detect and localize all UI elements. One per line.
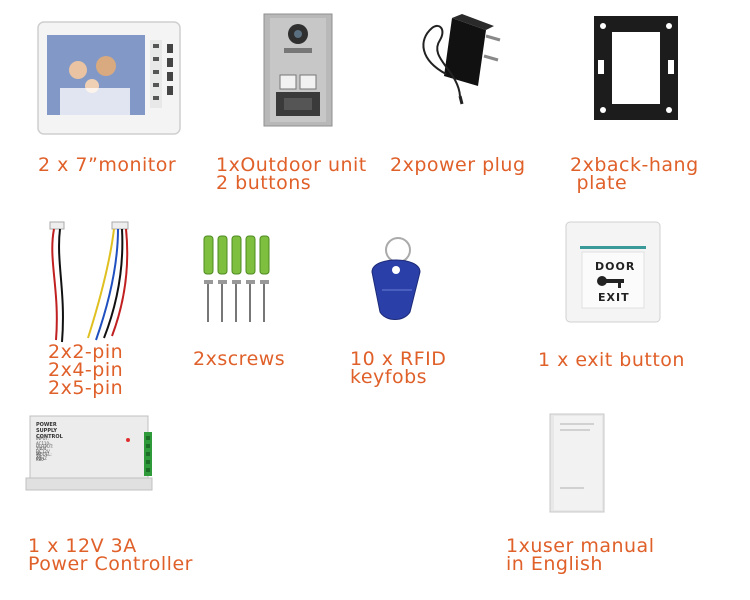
door-text: DOOR: [595, 260, 636, 273]
label-line: 2x4-pin: [48, 359, 124, 381]
screws-label: 2xscrews: [193, 348, 286, 370]
label-line: 1xuser manual: [506, 535, 655, 557]
label-line: plate: [570, 172, 628, 194]
label-line: 10 x RFID: [350, 348, 447, 370]
label-line: 1 x exit button: [538, 349, 685, 371]
label-line: keyfobs: [350, 366, 428, 388]
power-plug-label: 2xpower plug: [390, 154, 526, 176]
label-line: 1 x 12V 3A: [28, 535, 137, 557]
power-controller-label: 1 x 12V 3A Power Controller: [28, 535, 193, 575]
label-line: 2 buttons: [216, 172, 312, 194]
exit-text: EXIT: [598, 291, 630, 304]
label-line: 2xpower plug: [390, 154, 526, 176]
label-line: 2 x 7”monitor: [38, 154, 177, 176]
label-line: 2xback-hang: [570, 154, 699, 176]
psu-spec-3: MODEL: K80: [36, 452, 52, 462]
label-line: 2xscrews: [193, 348, 286, 370]
cables-label: 2x2-pin 2x4-pin 2x5-pin: [48, 341, 124, 399]
outdoor-unit-label: 1xOutdoor unit 2 buttons: [216, 154, 367, 194]
monitor-label: 2 x 7”monitor: [38, 154, 177, 176]
exit-button-label: 1 x exit button: [538, 349, 685, 371]
label-line: Power Controller: [28, 553, 193, 575]
back-hang-plate-label: 2xback-hang plate: [570, 154, 699, 194]
label-line: 1xOutdoor unit: [216, 154, 367, 176]
label-line: 2x5-pin: [48, 377, 124, 399]
user-manual-label: 1xuser manual in English: [506, 535, 655, 575]
label-line: in English: [506, 553, 603, 575]
rfid-keyfobs-label: 10 x RFID keyfobs: [350, 348, 447, 388]
psu-spec-1: INPUT: AC110-240V 50-60HZ: [36, 436, 51, 461]
label-line: 2x2-pin: [48, 341, 124, 363]
psu-title: POWER SUPPLY CONTROL: [36, 422, 63, 440]
psu-spec-2: OUTPUT: DC12V 3A: [36, 444, 54, 459]
